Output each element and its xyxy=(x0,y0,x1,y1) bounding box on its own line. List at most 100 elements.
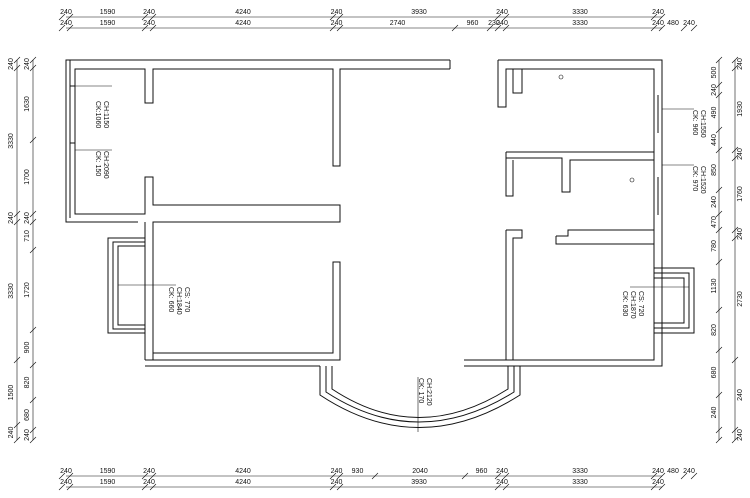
window-label-w3: CS: 770CH:1840CK: 660 xyxy=(118,284,190,315)
dimension-label: 2730 xyxy=(737,291,744,307)
dimension-tick xyxy=(66,13,74,21)
window-label-w6: CH:1550CK: 960 xyxy=(662,108,706,138)
dimension-tick xyxy=(731,436,739,444)
dimension-tick xyxy=(29,210,37,218)
dimension-label: 240 xyxy=(331,468,343,475)
dimension-label: 240 xyxy=(8,212,15,224)
dimension-tick xyxy=(731,64,739,72)
dimension-label: 240 xyxy=(24,429,31,441)
svg-text:CH:2120CK: 170: CH:2120CK: 170 xyxy=(417,378,432,406)
dimension-tick xyxy=(29,436,37,444)
dimension-label: 230 xyxy=(488,20,500,27)
dimension-label: 960 xyxy=(467,20,479,27)
dimension-label: 3330 xyxy=(8,133,15,149)
dimension-tick xyxy=(329,24,337,32)
dimension-tick xyxy=(658,483,666,491)
dimension-label: 3330 xyxy=(572,468,588,475)
dimension-label: 1130 xyxy=(711,278,718,293)
dimension-tick xyxy=(715,426,723,434)
dimension-tick xyxy=(336,24,344,32)
dimension-label: 1760 xyxy=(737,186,744,202)
dimension-label: 240 xyxy=(652,9,664,16)
dimension-tick xyxy=(141,472,149,480)
svg-text:CH:1550CK: 960: CH:1550CK: 960 xyxy=(691,110,706,138)
dimension-label: 3330 xyxy=(572,20,588,27)
dimension-tick xyxy=(715,146,723,154)
dimension-tick xyxy=(650,13,658,21)
dimension-tick xyxy=(329,13,337,21)
dimension-label: 4240 xyxy=(235,20,251,27)
dimension-label: 240 xyxy=(711,196,718,208)
dimension-tick xyxy=(680,472,688,480)
dimension-lines xyxy=(16,16,736,488)
svg-text:CH:1520CK: 970: CH:1520CK: 970 xyxy=(691,166,706,194)
dimension-label: 470 xyxy=(711,216,718,228)
dimension-tick xyxy=(29,396,37,404)
dimension-tick xyxy=(731,356,739,364)
dimension-tick xyxy=(29,361,37,369)
dimension-label: 240 xyxy=(652,468,664,475)
dimension-label: 1630 xyxy=(24,96,31,112)
dimension-tick xyxy=(141,24,149,32)
dimension-label: 240 xyxy=(737,228,744,240)
window-label-w4: CH:2120CK: 170 xyxy=(417,377,432,432)
dimension-tick xyxy=(29,136,37,144)
dimension-label: 240 xyxy=(683,20,695,27)
dimension-label: 2740 xyxy=(390,20,406,27)
dimension-tick xyxy=(650,24,658,32)
dimension-label: 1590 xyxy=(100,468,116,475)
dimension-label: 240 xyxy=(496,9,508,16)
dimension-tick xyxy=(715,346,723,354)
dimension-label: 680 xyxy=(24,409,31,421)
dimension-label: 240 xyxy=(652,20,664,27)
dimension-tick xyxy=(731,426,739,434)
dimension-tick xyxy=(149,13,157,21)
dimension-tick xyxy=(731,154,739,162)
dimension-label: 240 xyxy=(143,468,155,475)
dimension-tick xyxy=(149,472,157,480)
dimension-label: 1720 xyxy=(24,282,31,298)
dimension-label: 240 xyxy=(8,58,15,70)
dimension-label: 3330 xyxy=(572,479,588,486)
dimension-label: 240 xyxy=(8,427,15,439)
dimension-tick xyxy=(680,24,688,32)
window-label-w5: CS: 720CH:1870CK: 630 xyxy=(621,286,689,319)
dimension-label: 440 xyxy=(711,134,718,146)
dimension-tick xyxy=(715,210,723,218)
dimension-tick xyxy=(29,218,37,226)
dimension-label: 4240 xyxy=(235,479,251,486)
dimension-label: 3930 xyxy=(411,479,427,486)
dimension-label: 240 xyxy=(331,20,343,27)
dimension-tick xyxy=(502,472,510,480)
dimension-tick xyxy=(461,472,469,480)
dimension-label: 240 xyxy=(652,479,664,486)
dimension-label: 3330 xyxy=(572,9,588,16)
dimension-tick xyxy=(502,483,510,491)
dimension-label: 490 xyxy=(711,107,718,119)
dimension-tick xyxy=(13,56,21,64)
dimension-tick xyxy=(690,472,698,480)
dimension-label: 820 xyxy=(24,377,31,389)
dimension-tick xyxy=(141,13,149,21)
dimension-tick xyxy=(336,472,344,480)
dimension-label: 930 xyxy=(352,468,364,475)
svg-text:CH:1150CK:1060: CH:1150CK:1060 xyxy=(94,101,109,128)
dimension-tick xyxy=(690,24,698,32)
dimension-label: 240 xyxy=(737,429,744,441)
dimension-tick xyxy=(715,258,723,266)
dimension-label: 240 xyxy=(60,9,72,16)
dimension-tick xyxy=(494,24,502,32)
dimension-label: 1500 xyxy=(8,385,15,401)
dimension-tick xyxy=(715,436,723,444)
dimension-label: 4240 xyxy=(235,9,251,16)
dimension-tick xyxy=(715,56,723,64)
dimension-tick xyxy=(149,24,157,32)
dimension-label: 4240 xyxy=(235,468,251,475)
dimension-label: 780 xyxy=(711,240,718,252)
dimension-label: 240 xyxy=(711,84,718,96)
dimension-tick xyxy=(13,436,21,444)
dimension-label: 240 xyxy=(60,20,72,27)
dimension-label: 1700 xyxy=(24,169,31,185)
dimension-label: 240 xyxy=(24,212,31,224)
dimension-label: 480 xyxy=(667,20,679,27)
